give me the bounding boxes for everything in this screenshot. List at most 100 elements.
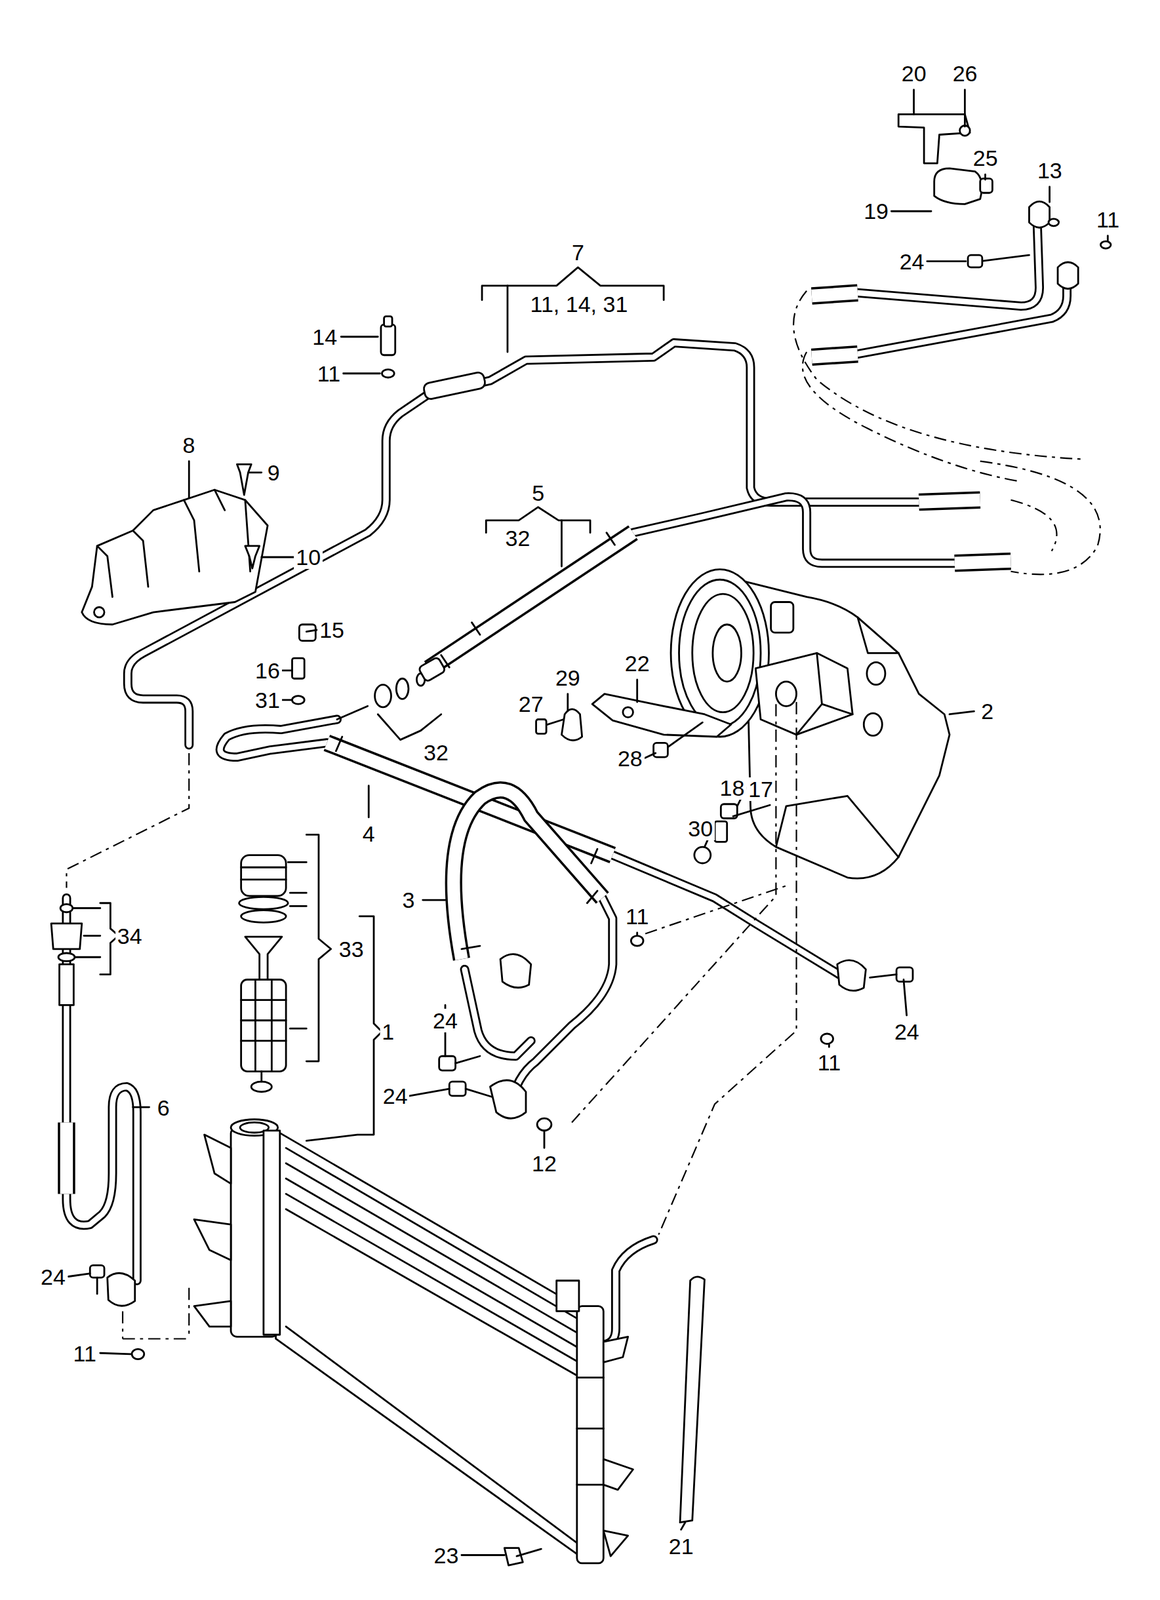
fittings-and-bolts-part: [896, 967, 913, 983]
drier-cartridge-part: [241, 867, 286, 880]
seal-set-34-part: [58, 953, 75, 962]
fittings-and-bolts-part: [490, 1080, 526, 1119]
condenser-part: [603, 1531, 628, 1557]
callout-number: 25: [971, 146, 1000, 170]
bracket-8-part: [236, 464, 252, 496]
compressor-part: [863, 713, 882, 736]
fittings-and-bolts-part: [870, 975, 897, 979]
refrigerant-lines-part: [510, 898, 614, 1108]
hoses-part: [811, 354, 858, 358]
callout-number: 11: [623, 904, 651, 929]
callout-number: 21: [666, 1535, 696, 1559]
callout-number: 31: [253, 688, 282, 713]
bracket-clamp-part: [934, 168, 983, 204]
hoses-part: [811, 354, 858, 358]
assembly-lines-part: [645, 885, 787, 934]
callout-number: 24: [892, 1020, 922, 1044]
condenser-part: [603, 1337, 628, 1363]
refrigerant-lines-part: [612, 855, 840, 976]
condenser-part: [577, 1306, 604, 1564]
group-brackets-part: [506, 285, 509, 353]
group-brackets-part: [377, 714, 442, 741]
callout-number: 17: [746, 777, 776, 802]
fittings-and-bolts-part: [89, 1265, 105, 1279]
valves-and-seals-part: [291, 696, 305, 705]
refrigerant-lines-part: [612, 855, 840, 976]
hoses-part: [954, 561, 1012, 564]
fittings-and-bolts-part: [455, 1056, 480, 1064]
hoses-part: [453, 790, 603, 960]
condenser-part: [276, 1131, 585, 1560]
refrigerant-lines-part: [857, 273, 1067, 355]
callout-number: 7: [569, 240, 587, 265]
callout-number: 5: [529, 481, 547, 505]
refrigerant-lines-part: [220, 720, 338, 759]
condenser-part: [516, 1549, 541, 1557]
drier-cartridge-part: [241, 979, 286, 1072]
drier-cartridge-part: [239, 897, 289, 910]
hoses-part: [428, 533, 633, 669]
group-brackets-part: [306, 916, 382, 1141]
callout-number: 10: [293, 545, 323, 570]
valves-and-seals-part: [375, 685, 392, 708]
bracket-22-part: [592, 694, 732, 738]
valves-and-seals-part: [299, 624, 316, 642]
group-brackets-part: [485, 507, 591, 534]
callout-number: 32: [503, 526, 533, 551]
callout-number: 1: [379, 1020, 397, 1044]
leader-lines-part: [133, 900, 907, 1149]
compressor-part: [775, 617, 899, 858]
callout-number: 8: [180, 433, 198, 458]
drier-cartridge-part: [245, 937, 282, 980]
hoses-part: [954, 561, 1012, 564]
refrigerant-lines-part: [220, 720, 338, 759]
bracket-22-part: [540, 720, 703, 751]
callout-number: 30: [685, 817, 715, 841]
hoses-part: [811, 293, 858, 297]
valves-and-seals-part: [714, 821, 728, 842]
bracket-8-part: [81, 489, 268, 625]
assembly-lines: [66, 702, 797, 1340]
condenser-part: [556, 1281, 580, 1313]
callout-number: 16: [253, 659, 282, 683]
bundle-continuation-part: [1010, 500, 1057, 552]
callout-number: 2: [979, 699, 996, 724]
compressor-part: [866, 662, 886, 685]
valves-and-seals-part: [396, 678, 409, 700]
callout-number: 23: [432, 1544, 461, 1568]
refrigerant-lines: [66, 226, 1067, 1346]
hoses: [66, 293, 1011, 1195]
refrigerant-lines-part: [632, 497, 955, 564]
callout-number: 13: [1035, 158, 1065, 183]
compressor-part: [755, 653, 853, 736]
refrigerant-lines-part: [66, 898, 137, 1282]
condenser-part: [680, 1277, 705, 1524]
valves-and-seals-part: [384, 316, 393, 328]
refrigerant-lines-part: [857, 226, 1040, 307]
callout-number: 11: [315, 361, 343, 386]
callout-number: 33: [337, 937, 366, 962]
condenser-part: [285, 1148, 578, 1543]
callout-group: 11, 14, 31: [528, 292, 631, 317]
callout-number: 11: [815, 1051, 843, 1075]
condenser-part: [194, 1219, 231, 1261]
leader-lines: [68, 89, 1109, 1557]
seal-set-34: [51, 904, 82, 1006]
bracket-8: [81, 464, 268, 625]
condenser-part: [603, 1459, 633, 1491]
bracket-clamp-part: [1048, 219, 1060, 227]
condenser-part: [204, 1135, 231, 1185]
hoses-part: [422, 371, 487, 401]
callout-number: 26: [950, 61, 980, 86]
group-brackets: [73, 267, 664, 1142]
bundle-continuation-part: [980, 461, 1101, 576]
callout-number: 19: [861, 199, 891, 223]
callout-number: 24: [380, 1084, 410, 1109]
compressor-part: [712, 624, 742, 682]
callout-number: 24: [897, 249, 927, 274]
hoses-part: [428, 533, 633, 669]
fittings-and-bolts-part: [500, 954, 532, 989]
drier-cartridge-part: [251, 1081, 272, 1093]
hoses-part: [60, 1122, 73, 1195]
seal-set-34-part: [59, 964, 75, 1006]
